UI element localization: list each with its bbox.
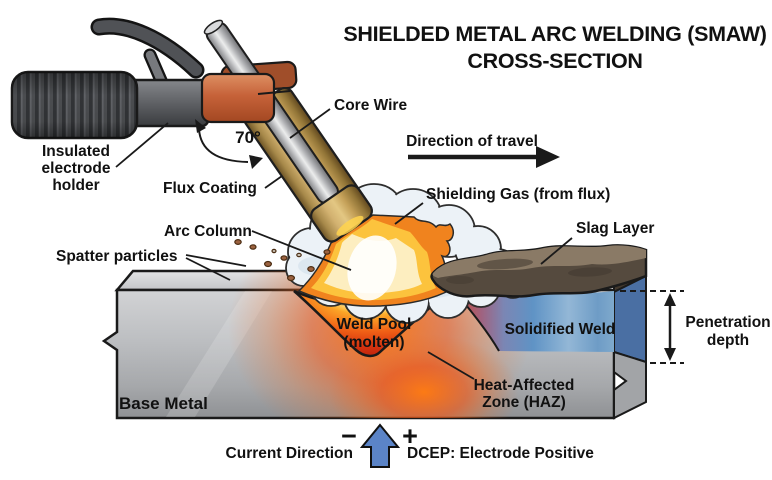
leader-flux-coating [264,175,283,189]
label-weld-pool-2: (molten) [343,334,404,351]
label-spatter-particles: Spatter particles [56,248,177,265]
flame-white-core [347,235,397,301]
leader-spatter-1 [185,254,247,267]
electrode-tip-glow [336,215,364,236]
label-slag-layer: Slag Layer [576,220,654,237]
rod-top-cap [203,19,224,35]
depth-arrow-down-icon [664,348,676,361]
arc-flame [297,214,455,307]
label-dcep: DCEP: Electrode Positive [407,445,594,462]
label-arc-column: Arc Column [164,223,252,240]
depth-arrow-up-icon [664,293,676,306]
label-penetration-1: Penetration [685,314,770,331]
angle-arrow-bottom-icon [249,155,263,169]
label-insulated-3: holder [52,177,99,194]
leader-shielding-gas [394,202,424,225]
label-weld-pool-1: Weld Pool [337,316,412,333]
holder-body [128,78,210,128]
weld-end-face [613,274,647,364]
label-solidified-weld: Solidified Weld [505,321,616,338]
diagram-title-line2: CROSS-SECTION [467,49,642,73]
slag-top [432,245,646,278]
travel-arrow-head-icon [536,146,560,168]
electrode-holder [10,17,373,243]
label-core-wire: Core Wire [334,97,407,114]
current-arrow-up-icon [359,423,401,468]
label-insulated-2: electrode [42,160,111,177]
angle-arrow-top-icon [195,119,206,133]
leader-arc-column [251,230,352,271]
label-haz-1: Heat-Affected [474,377,575,394]
slag-layer-shape [430,244,648,298]
label-penetration-2: depth [707,332,749,349]
holder-handle-shading [12,72,137,138]
leader-haz [427,351,475,380]
clamp-front-jaw [200,72,276,124]
label-direction-of-travel: Direction of travel [406,133,538,150]
leader-lines [115,108,573,380]
label-base-metal: Base Metal [119,394,208,413]
electrode-angle-arc [195,119,263,169]
angle-arc [198,128,249,163]
clamp-jaw-line [257,90,291,95]
label-current-direction: Current Direction [226,445,353,462]
haz-glow-lower [329,334,519,418]
label-polarity-negative: − [341,421,357,451]
slag-patches [446,258,612,284]
penetration-dimension [620,290,684,364]
label-flux-coating: Flux Coating [163,180,257,197]
leader-spatter-2 [185,257,231,281]
leader-core-wire [289,108,331,139]
label-shielding-gas: Shielding Gas (from flux) [426,186,610,203]
label-insulated-1: Insulated [42,143,110,160]
leader-insulated-holder [115,122,169,168]
leader-slag-layer [540,237,573,265]
base-metal-end-face [613,350,647,420]
direction-arrow [408,146,560,168]
holder-lever [93,20,202,76]
current-direction-group [359,423,401,468]
label-haz-2: Zone (HAZ) [482,394,566,411]
spatter-dots [234,239,331,282]
label-angle: 70° [235,128,261,147]
label-polarity-positive: + [402,421,418,451]
diagram-title-line1: SHIELDED METAL ARC WELDING (SMAW) [343,22,766,46]
